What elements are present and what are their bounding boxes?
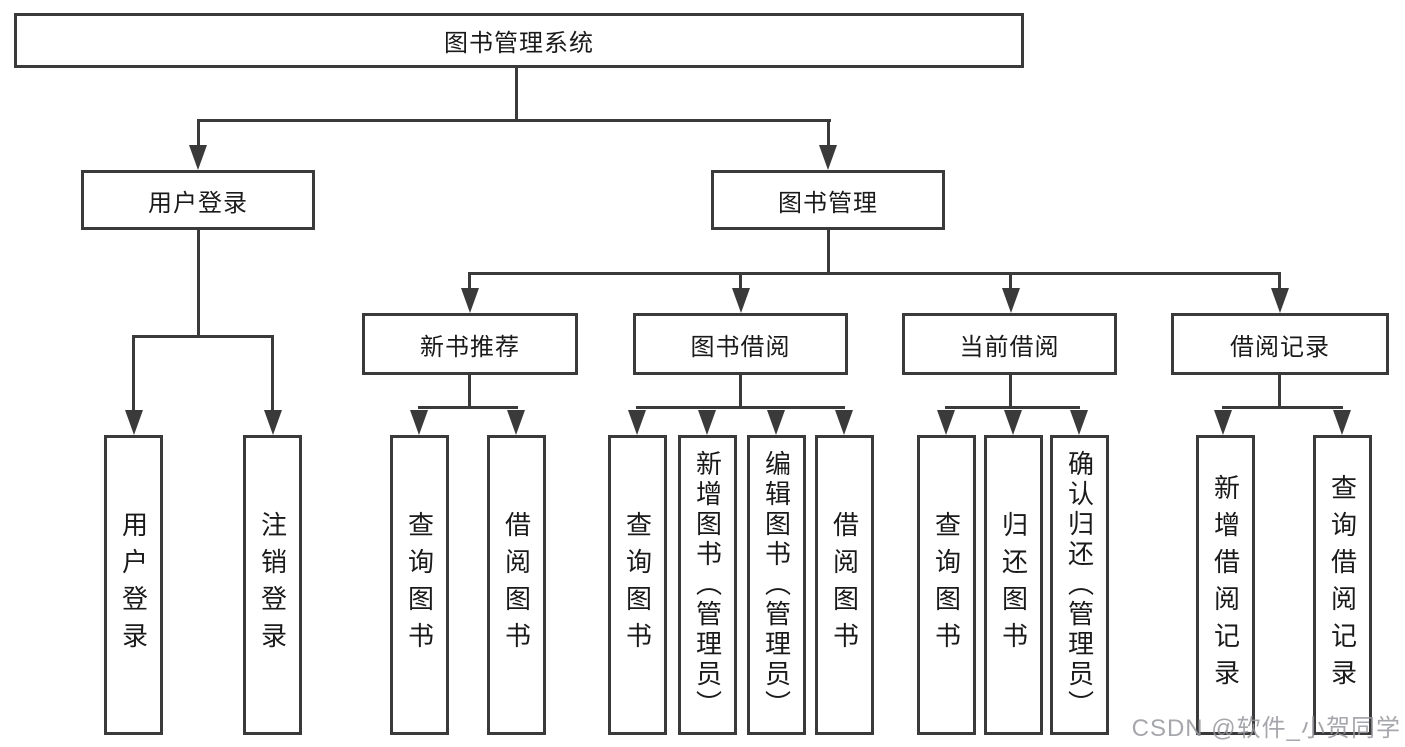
leaf-logout: 注销登录 <box>243 435 302 735</box>
leaf-label: 归还图书 <box>998 511 1029 659</box>
leaf-label: 查询图书 <box>404 511 435 659</box>
connector-root-drop-left <box>197 119 200 150</box>
node-label: 图书借阅 <box>690 333 791 361</box>
connector-book-mgmt-drop-2 <box>739 272 742 292</box>
leaf-label: 确认归还（管理员） <box>1064 450 1095 720</box>
node-current-borrowing: 当前借阅 <box>902 313 1117 375</box>
arrow-down-icon <box>1004 410 1022 435</box>
leaf-query-books-borrow: 查询图书 <box>608 435 667 735</box>
connector-user-login-stem <box>197 230 200 335</box>
leaf-add-borrow-record: 新增借阅记录 <box>1196 435 1255 735</box>
connector-user-login-drop-2 <box>271 335 274 415</box>
arrow-down-icon <box>628 410 646 435</box>
arrow-down-icon <box>264 410 282 435</box>
leaf-user-login: 用户登录 <box>104 435 163 735</box>
leaf-label: 借阅图书 <box>829 511 860 659</box>
leaf-borrow-books-recommend: 借阅图书 <box>487 435 546 735</box>
connector-section4-stem <box>1278 375 1281 408</box>
connector-section1-rail <box>418 406 518 409</box>
node-library-management-system: 图书管理系统 <box>14 13 1024 68</box>
arrow-down-icon <box>461 288 479 313</box>
connector-root-stem <box>515 68 518 119</box>
leaf-query-borrow-record: 查询借阅记录 <box>1313 435 1372 735</box>
connector-book-mgmt-drop-4 <box>1278 272 1281 292</box>
leaf-label: 查询图书 <box>931 511 962 659</box>
node-label: 图书管理 <box>778 189 878 217</box>
leaf-label: 查询图书 <box>622 511 653 659</box>
leaf-label: 注销登录 <box>257 511 288 659</box>
leaf-label: 借阅图书 <box>501 511 532 659</box>
connector-root-rail <box>197 119 831 122</box>
connector-book-mgmt-drop-3 <box>1009 272 1012 292</box>
leaf-edit-books-admin: 编辑图书（管理员） <box>747 435 806 735</box>
arrow-down-icon <box>767 410 785 435</box>
connector-section4-rail <box>1222 406 1343 409</box>
node-new-book-recommendation: 新书推荐 <box>362 313 578 375</box>
node-label: 当前借阅 <box>959 333 1060 361</box>
connector-book-mgmt-drop-1 <box>468 272 471 292</box>
leaf-label: 查询借阅记录 <box>1327 474 1358 696</box>
node-borrowing-records: 借阅记录 <box>1171 313 1389 375</box>
arrow-down-icon <box>937 410 955 435</box>
arrow-down-icon <box>1070 410 1088 435</box>
leaf-confirm-return-admin: 确认归还（管理员） <box>1050 435 1109 735</box>
connector-root-drop-right <box>827 119 830 150</box>
arrow-down-icon <box>507 410 525 435</box>
node-book-borrowing: 图书借阅 <box>633 313 848 375</box>
leaf-label: 新增图书（管理员） <box>692 450 723 720</box>
connector-section2-rail <box>636 406 845 409</box>
node-book-management: 图书管理 <box>711 170 945 230</box>
leaf-query-books-recommend: 查询图书 <box>390 435 449 735</box>
arrow-down-icon <box>835 410 853 435</box>
arrow-down-icon <box>1333 410 1351 435</box>
node-label: 借阅记录 <box>1230 333 1330 361</box>
arrow-down-icon <box>189 145 207 170</box>
arrow-down-icon <box>410 410 428 435</box>
leaf-add-books-admin: 新增图书（管理员） <box>678 435 737 735</box>
leaf-borrow-books: 借阅图书 <box>815 435 874 735</box>
leaf-return-books: 归还图书 <box>984 435 1043 735</box>
arrow-down-icon <box>1271 288 1289 313</box>
leaf-label: 用户登录 <box>118 511 149 659</box>
connector-section1-stem <box>468 375 471 408</box>
leaf-label: 编辑图书（管理员） <box>761 450 792 720</box>
connector-section3-stem <box>1009 375 1012 408</box>
arrow-down-icon <box>125 410 143 435</box>
connector-user-login-drop-1 <box>132 335 135 415</box>
connector-book-mgmt-rail <box>468 272 1281 275</box>
leaf-label: 新增借阅记录 <box>1210 474 1241 696</box>
connector-book-mgmt-stem <box>827 230 830 272</box>
connector-user-login-rail <box>132 335 274 338</box>
connector-section2-stem <box>739 375 742 408</box>
node-label: 用户登录 <box>148 189 248 217</box>
node-label: 图书管理系统 <box>444 30 594 57</box>
arrow-down-icon <box>732 288 750 313</box>
arrow-down-icon <box>698 410 716 435</box>
node-label: 新书推荐 <box>420 333 520 361</box>
arrow-down-icon <box>1214 410 1232 435</box>
arrow-down-icon <box>1002 288 1020 313</box>
connector-section3-rail <box>945 406 1080 409</box>
arrow-down-icon <box>819 145 837 170</box>
leaf-query-books-current: 查询图书 <box>917 435 976 735</box>
node-user-login: 用户登录 <box>81 170 315 230</box>
